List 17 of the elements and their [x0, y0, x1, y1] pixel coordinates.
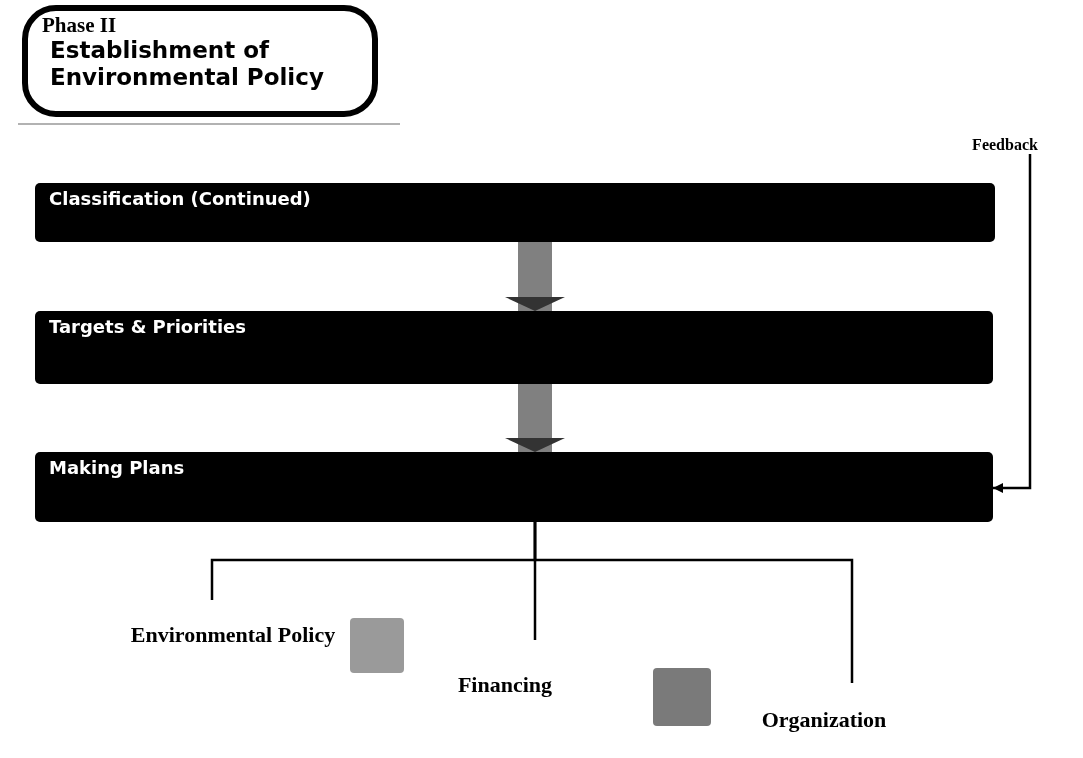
output-label: Financing [457, 672, 553, 698]
heading: Establishment of Environmental Policy [50, 37, 325, 91]
block-arrow [505, 242, 565, 311]
bar-title: Classification (Continued) [49, 188, 311, 209]
process-bar [35, 311, 993, 384]
process-bar [35, 183, 995, 242]
output-label: Organization [761, 707, 887, 733]
block-arrow [505, 384, 565, 452]
bar-title: Making Plans [49, 457, 185, 478]
phase-label: Phase II [42, 13, 118, 37]
bar-title: Targets & Priorities [49, 316, 246, 337]
title-box [22, 5, 378, 117]
feedback-label: Feedback [972, 136, 1038, 154]
output-label: Environmental Policy [130, 622, 336, 648]
connector-line [533, 522, 854, 683]
arrow [993, 154, 1032, 493]
process-bar [35, 452, 993, 522]
